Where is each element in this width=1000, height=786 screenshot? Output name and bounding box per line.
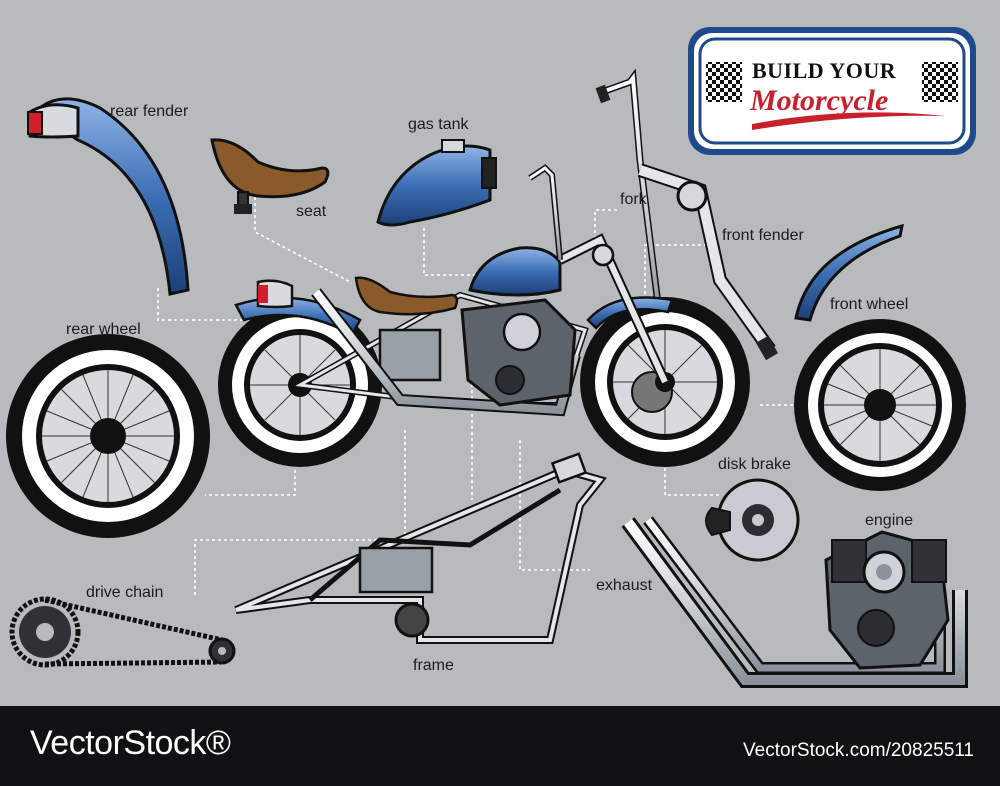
fork-part xyxy=(595,68,779,361)
badge-title-line1: BUILD YOUR xyxy=(752,58,897,83)
label-gas-tank: gas tank xyxy=(408,116,469,133)
frame-part xyxy=(234,452,607,644)
engine-part xyxy=(824,530,950,670)
vectorstock-logo: VectorStock® xyxy=(30,724,231,762)
rear-fender-part xyxy=(27,97,190,296)
image-id: VectorStock.com/20825511 xyxy=(743,740,974,761)
label-engine: engine xyxy=(865,512,914,529)
label-exhaust: exhaust xyxy=(596,577,653,594)
front-wheel-part xyxy=(794,319,966,491)
badge-title-line2: Motorcycle xyxy=(750,84,889,117)
build-your-motorcycle-badge xyxy=(688,27,976,155)
checkered-flag-left-icon xyxy=(706,62,742,102)
label-seat: seat xyxy=(296,203,327,220)
front-fender-part xyxy=(794,223,904,322)
checkered-flag-right-icon xyxy=(922,62,958,102)
footer-bar xyxy=(0,706,1000,786)
rear-wheel-part xyxy=(6,334,210,538)
label-rear-fender: rear fender xyxy=(110,103,189,120)
label-disk-brake: disk brake xyxy=(718,456,791,473)
label-front-fender: front fender xyxy=(722,227,804,244)
seat-part xyxy=(210,138,330,214)
label-front-wheel: front wheel xyxy=(830,296,909,313)
label-drive-chain: drive chain xyxy=(86,584,164,601)
disk-brake-part xyxy=(705,478,800,562)
label-rear-wheel: rear wheel xyxy=(66,321,141,338)
label-frame: frame xyxy=(413,657,454,674)
label-fork: fork xyxy=(620,191,647,208)
assembled-motorcycle xyxy=(218,164,750,467)
drive-chain-part xyxy=(9,596,236,668)
gas-tank-part xyxy=(376,139,497,227)
